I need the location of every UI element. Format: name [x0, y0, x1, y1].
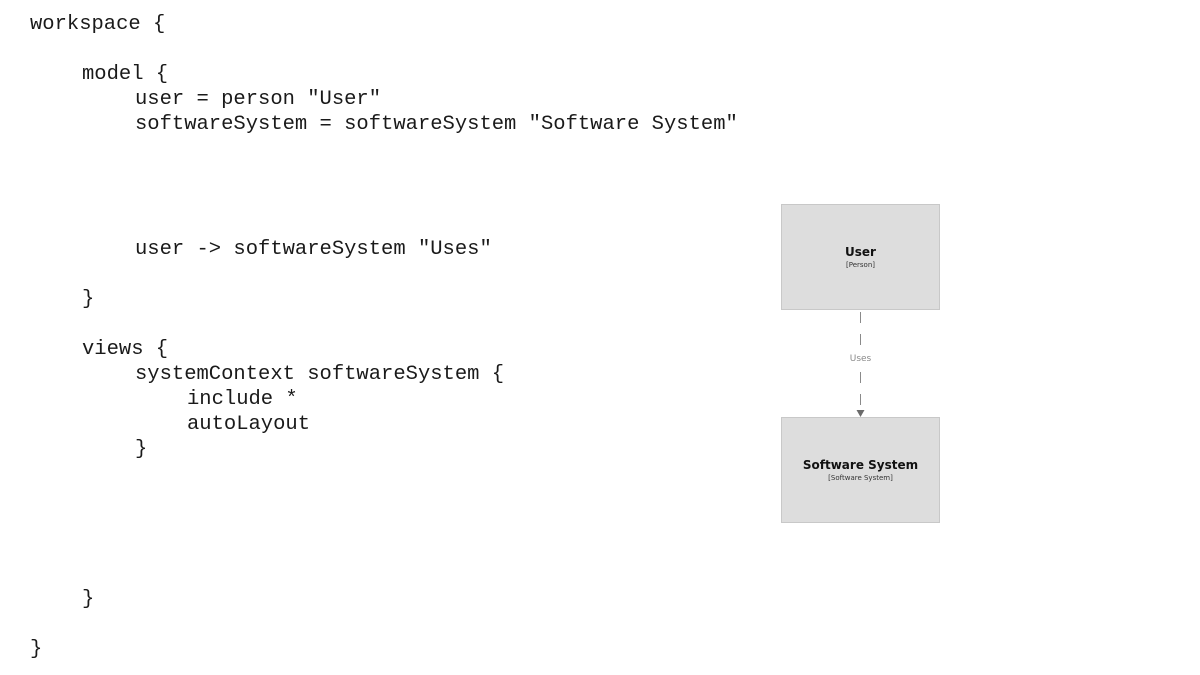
code-line: autoLayout — [187, 413, 311, 436]
code-line: views { — [82, 338, 169, 361]
code-line: user = person "User" — [135, 88, 382, 111]
code-line: } — [30, 638, 43, 661]
code-line: systemContext softwareSystem { — [135, 363, 505, 386]
software-system-element-type: [Software System] — [828, 474, 893, 482]
code-line: } — [135, 438, 148, 461]
user-element[interactable]: User [Person] — [781, 204, 940, 310]
code-line: } — [82, 288, 95, 311]
user-element-name: User — [845, 245, 876, 259]
code-line: } — [82, 588, 95, 611]
relationship-arrowhead — [856, 410, 865, 417]
relationship-label: Uses — [849, 354, 872, 364]
software-system-element[interactable]: Software System [Software System] — [781, 417, 940, 523]
code-line: workspace { — [30, 13, 166, 36]
code-line: user -> softwareSystem "Uses" — [135, 238, 492, 261]
code-line: include * — [187, 388, 298, 411]
software-system-element-name: Software System — [802, 458, 919, 472]
code-line: model { — [82, 63, 169, 86]
dsl-code-panel: workspace { model { user = person "User"… — [30, 13, 738, 661]
code-line: softwareSystem = softwareSystem "Softwar… — [135, 113, 738, 136]
user-element-type: [Person] — [846, 261, 875, 269]
